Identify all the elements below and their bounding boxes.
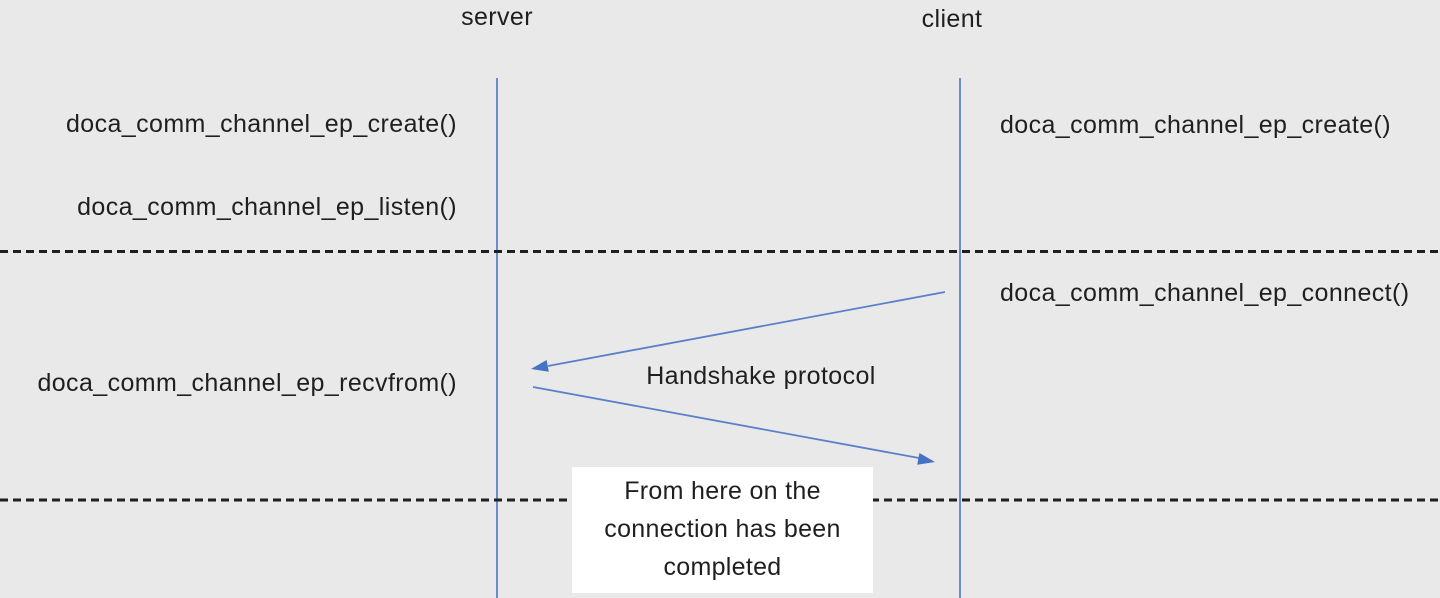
connection-completed-note: From here on the connection has been com… <box>572 467 873 593</box>
note-line: connection has been <box>604 515 841 543</box>
handshake-arrow-to-server <box>547 291 946 367</box>
client-label: client <box>921 5 983 33</box>
server-call-listen: doca_comm_channel_ep_listen() <box>77 193 457 221</box>
note-line: From here on the <box>624 477 821 505</box>
server-call-create: doca_comm_channel_ep_create() <box>66 110 457 138</box>
client-call-connect: doca_comm_channel_ep_connect() <box>1000 279 1410 307</box>
handshake-arrow-to-client <box>532 386 920 459</box>
handshake-arrow-to-server-head <box>531 360 549 372</box>
handshake-protocol-label: Handshake protocol <box>646 362 876 390</box>
client-call-create: doca_comm_channel_ep_create() <box>1000 111 1391 139</box>
note-line: completed <box>663 553 782 581</box>
server-call-recvfrom: doca_comm_channel_ep_recvfrom() <box>37 369 457 397</box>
handshake-arrow-to-client-head <box>917 453 935 465</box>
server-label: server <box>461 3 533 31</box>
